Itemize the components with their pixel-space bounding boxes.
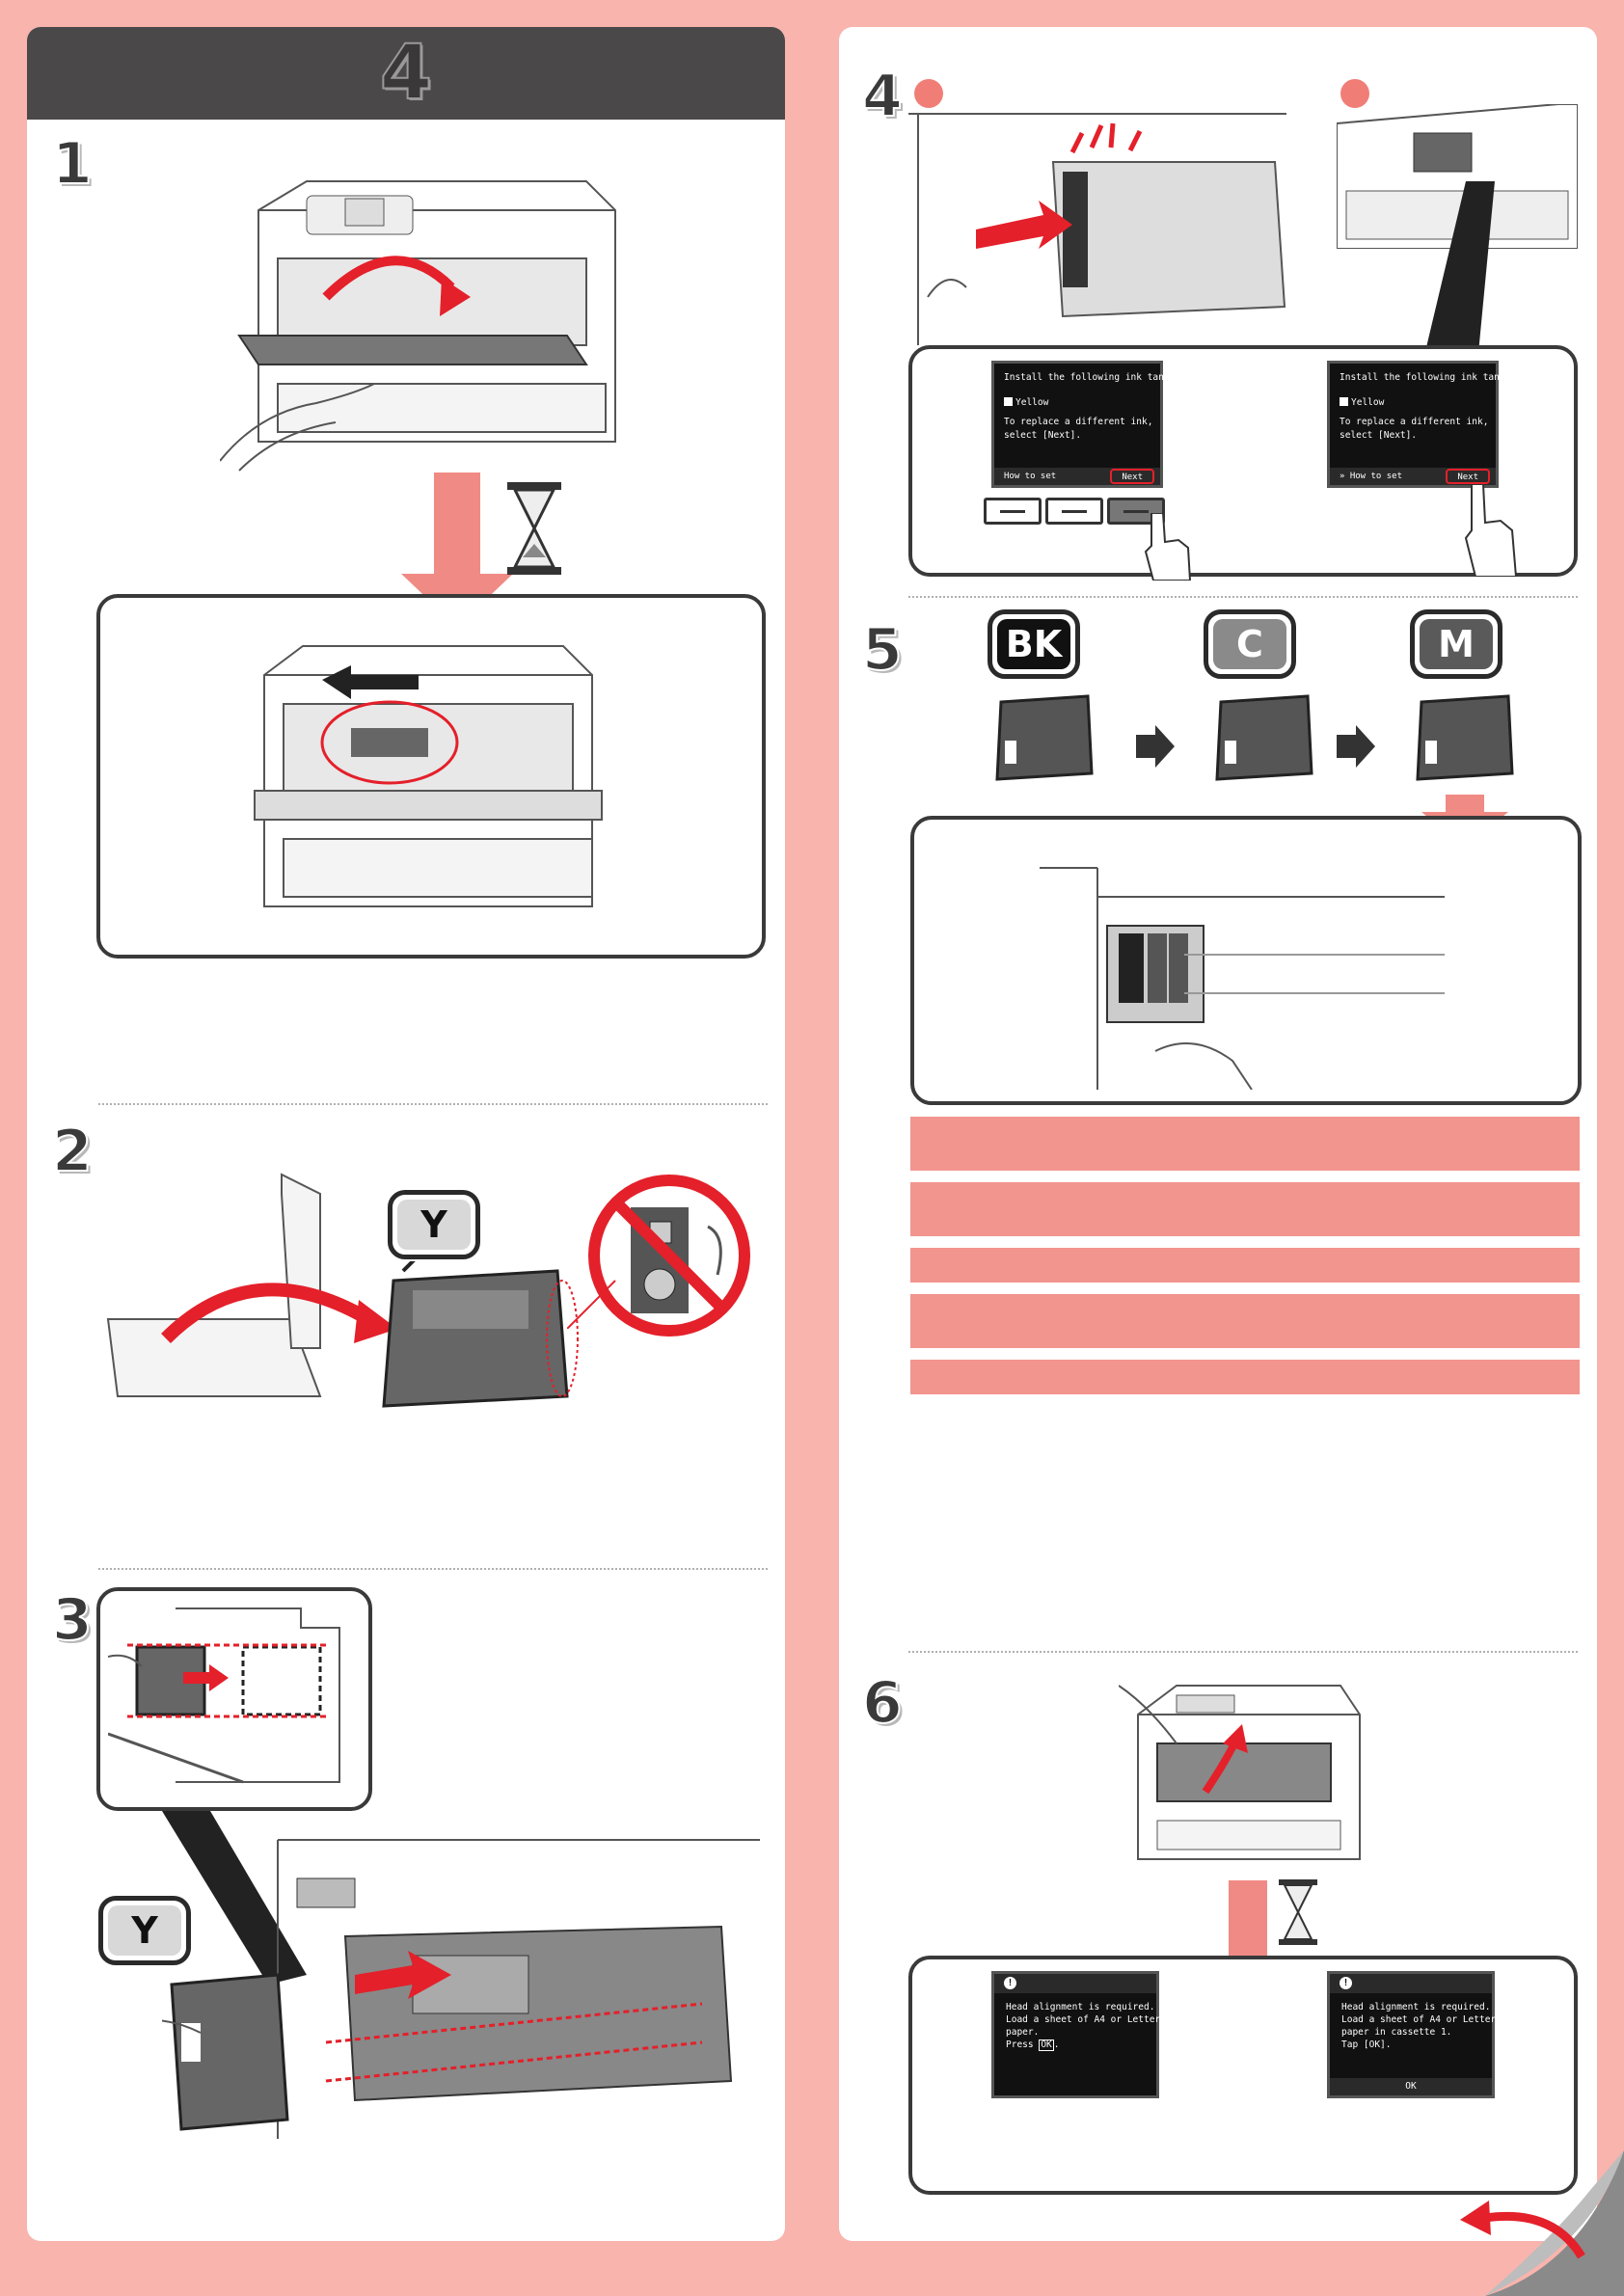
left-key[interactable]	[984, 498, 1042, 525]
next-arrow-icon-1	[1136, 725, 1175, 768]
step-2-number: 2	[51, 1118, 94, 1185]
bk-ink-tank-icon	[991, 692, 1097, 781]
warn-b-line1: Head alignment is required.	[1341, 2002, 1491, 2012]
step-6-number: 6	[861, 1669, 904, 1737]
screen-b-bottom-bar: » How to set Next	[1330, 468, 1496, 485]
step-3-number: 3	[51, 1586, 94, 1654]
warn-a-line4-suffix: .	[1053, 2039, 1060, 2050]
callout-wedge	[152, 1811, 307, 1985]
ink-label-y: Y	[388, 1190, 480, 1259]
step-4-screen-frame: Install the following ink tank. Yellow T…	[908, 345, 1578, 581]
screen-b-line3: To replace a different ink,	[1340, 417, 1489, 427]
divider-3	[908, 596, 1578, 598]
how-to-set-button-b[interactable]: » How to set	[1340, 472, 1403, 481]
left-panel: 4 1	[27, 27, 785, 2241]
touchscreen-head-alignment-a: ! Head alignment is required. Load a she…	[991, 1971, 1161, 2098]
warn-b-line2: Load a sheet of A4 or Letter	[1341, 2014, 1497, 2025]
callout-wedge-2	[1418, 181, 1504, 384]
warn-b-line3: paper in cassette 1.	[1341, 2027, 1452, 2038]
warn-a-line3: paper.	[1006, 2027, 1040, 2038]
finger-tap-icon	[1458, 484, 1526, 577]
c-ink-tank-icon	[1211, 692, 1317, 781]
insert-tank-closeup-illustration	[108, 1599, 361, 1799]
touchscreen-head-alignment-b: ! Head alignment is required. Load a she…	[1327, 1971, 1497, 2098]
ink-label-bk: BK	[988, 609, 1080, 679]
ink-label-y-2: Y	[98, 1896, 191, 1965]
touchscreen-install-tank-b: Install the following ink tank. Yellow T…	[1327, 361, 1511, 488]
step-5-number: 5	[861, 616, 904, 684]
step-1-detail-frame	[96, 594, 766, 959]
alert-icon-a: !	[1004, 1977, 1016, 1989]
m-ink-tank-icon	[1412, 692, 1518, 781]
divider-2	[98, 1568, 768, 1570]
header-bar	[27, 27, 785, 120]
ink-label-c: C	[1204, 609, 1296, 679]
note-bar-5	[910, 1360, 1580, 1394]
page-turn-corner[interactable]	[1447, 2150, 1624, 2296]
printer-holder-moves-illustration	[245, 636, 611, 926]
do-not-touch-icon	[582, 1169, 756, 1342]
how-to-set-button-a[interactable]: How to set	[1004, 472, 1057, 481]
step-4-dot-b	[1340, 79, 1369, 108]
step-6-screen-frame: ! Head alignment is required. Load a she…	[908, 1956, 1578, 2195]
yellow-swatch-icon-b	[1340, 397, 1348, 406]
middle-key[interactable]	[1045, 498, 1103, 525]
header-step-number: 4	[379, 29, 433, 118]
screen-b-line4: select [Next].	[1340, 430, 1418, 441]
next-arrow-icon-2	[1337, 725, 1375, 768]
ink-package-illustration	[98, 1155, 407, 1416]
step-3-detail-frame	[96, 1587, 372, 1811]
screen-a-line4: select [Next].	[1004, 430, 1082, 441]
connector-line	[567, 1271, 625, 1329]
ink-label-m: M	[1410, 609, 1502, 679]
printer-open-cover-illustration	[220, 152, 635, 480]
ok-button-a[interactable]: OK	[1039, 2039, 1054, 2051]
step-1-number: 1	[51, 130, 94, 198]
warn-b-line4: Tap [OK].	[1341, 2039, 1392, 2050]
screen-a-line3: To replace a different ink,	[1004, 417, 1153, 427]
touchscreen-install-tank-a: Install the following ink tank. Yellow T…	[991, 361, 1176, 488]
screen-b-color: Yellow	[1351, 397, 1385, 408]
divider-1	[98, 1103, 768, 1105]
note-bar-4	[910, 1294, 1580, 1348]
note-bar-1	[910, 1117, 1580, 1171]
hourglass-icon-2	[1277, 1878, 1319, 1946]
screen-a-color: Yellow	[1015, 397, 1049, 408]
warn-a-line4-prefix: Press	[1006, 2039, 1040, 2050]
screen-a-bottom-bar: How to set Next	[994, 468, 1160, 485]
warn-a-line2: Load a sheet of A4 or Letter	[1006, 2014, 1161, 2025]
yellow-ink-tank-illustration	[374, 1261, 586, 1416]
right-panel: 4 Install the following ink tank. Yellow…	[839, 27, 1597, 2241]
step-5-detail-frame	[910, 816, 1582, 1105]
ok-button-b[interactable]: OK	[1330, 2078, 1492, 2095]
hourglass-icon	[503, 480, 565, 577]
warn-a-line1: Head alignment is required.	[1006, 2002, 1155, 2012]
insert-tank-into-holder-illustration	[162, 1830, 760, 2158]
screen-b-line1: Install the following ink tank.	[1340, 372, 1511, 383]
next-button-a[interactable]: Next	[1110, 469, 1154, 484]
holder-lamp-illustration	[908, 104, 1286, 355]
close-cover-illustration	[1119, 1666, 1369, 1869]
note-bar-2	[910, 1182, 1580, 1236]
note-bar-3	[910, 1248, 1580, 1283]
screen-a-line1: Install the following ink tank.	[1004, 372, 1176, 383]
step-4-dot-a	[914, 79, 943, 108]
finger-press-icon	[1140, 513, 1198, 581]
divider-4	[908, 1651, 1578, 1653]
alert-icon-b: !	[1340, 1977, 1352, 1989]
all-tanks-installed-illustration	[1040, 858, 1445, 1090]
step-4-number: 4	[861, 63, 904, 130]
yellow-swatch-icon	[1004, 397, 1013, 406]
next-button-b[interactable]: Next	[1446, 469, 1490, 484]
